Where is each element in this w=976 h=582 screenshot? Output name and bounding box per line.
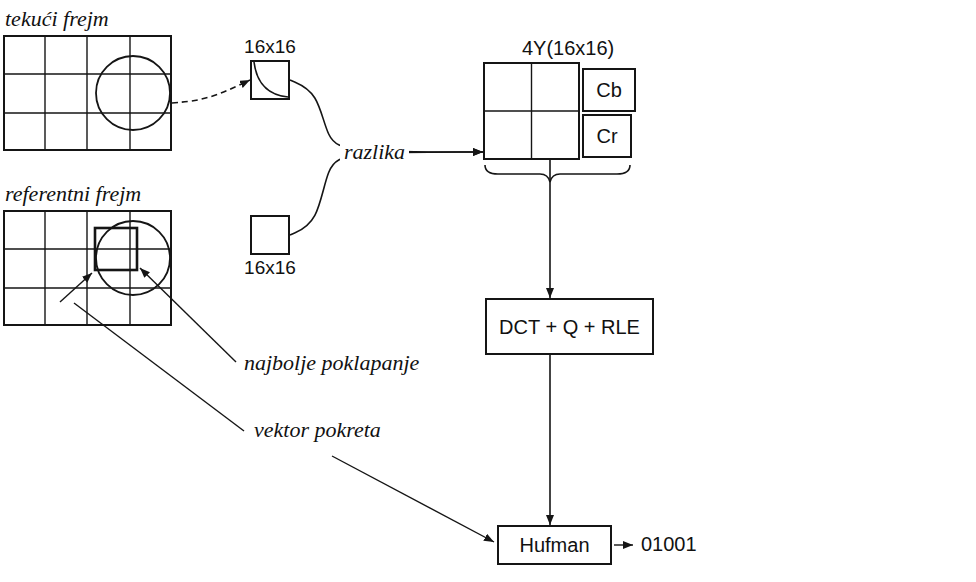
process-box: DCT + Q + RLE: [485, 298, 654, 355]
grid-line: [3, 73, 172, 74]
grid-line: [3, 287, 172, 288]
leader-line: [140, 268, 236, 362]
output-bits: 01001: [637, 533, 701, 555]
flow-arrow: [290, 152, 483, 235]
box-label: DCT + Q + RLE: [499, 315, 640, 339]
label-holder: najbolje poklapanje: [240, 350, 423, 376]
box-label: Hufman: [519, 533, 589, 557]
grid-line: [44, 35, 45, 151]
operation-label: razlika: [340, 139, 409, 164]
current-frame: tekući frejm: [3, 35, 172, 151]
grid-line: [86, 210, 87, 326]
box-heading: 16x16: [210, 257, 330, 280]
reference-frame: referentni frejm: [3, 210, 172, 326]
grid-line: [3, 112, 172, 113]
label-holder: razlika: [340, 139, 409, 165]
box-heading: referentni frejm: [5, 181, 205, 207]
block-box: 16x16: [250, 215, 290, 255]
grid-line: [129, 35, 130, 151]
box-heading: tekući frejm: [5, 6, 205, 32]
object-circle: [96, 221, 170, 295]
grid-line: [3, 248, 172, 249]
chroma-block: Cr: [582, 114, 632, 158]
label-holder: 01001: [637, 532, 701, 556]
vector-arrow: [332, 456, 494, 542]
process-box: Hufman: [497, 525, 612, 565]
box-heading: 4Y(16x16): [522, 36, 652, 60]
y-grid-line: [483, 110, 580, 111]
macroblock: 4Y(16x16)CbCr: [483, 62, 580, 160]
grouping-bracket: [485, 165, 630, 182]
leader-line: [74, 303, 244, 431]
grid-line: [44, 210, 45, 326]
match-label: najbolje poklapanje: [240, 350, 423, 375]
flow-arrow: [549, 160, 551, 298]
block-box: 16x16: [250, 60, 290, 100]
output-arrow: [614, 544, 633, 545]
box-label: Cb: [596, 78, 622, 102]
box-heading: 16x16: [210, 36, 330, 59]
flow-arrow: [549, 355, 551, 525]
label-holder: vektor pokreta: [250, 417, 385, 443]
motion-vector: [60, 273, 92, 302]
flow-arrow: [172, 80, 250, 103]
best-match-square: [95, 228, 137, 270]
object-circle: [96, 56, 170, 130]
box-label: Cr: [596, 124, 617, 148]
block-content-curve: [254, 62, 288, 97]
vector-label: vektor pokreta: [250, 417, 385, 442]
chroma-block: Cb: [582, 68, 636, 112]
grid-line: [86, 35, 87, 151]
